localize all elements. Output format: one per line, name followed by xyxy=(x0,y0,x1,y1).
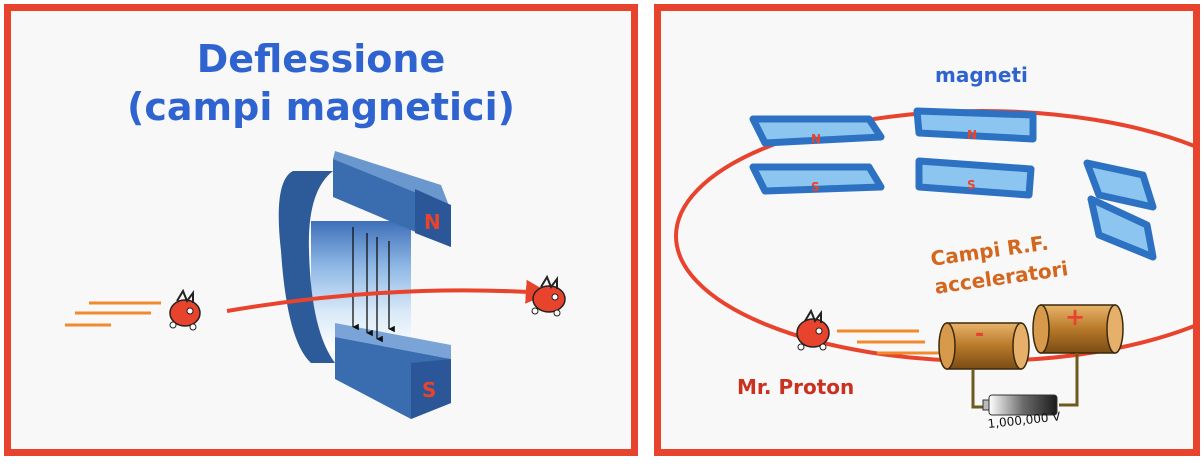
field-lines xyxy=(352,227,395,343)
magnets-label: magneti xyxy=(935,63,1028,87)
proton-character xyxy=(169,288,201,331)
speed-lines xyxy=(65,301,161,327)
magnet-pair-2 xyxy=(913,107,1037,199)
north-pole-face xyxy=(415,189,451,247)
accelerator-panel: N S N S - + xyxy=(654,4,1200,456)
magnet-pair-1 xyxy=(749,115,885,195)
pole-n-2: N xyxy=(967,128,977,142)
pole-s-1: S xyxy=(811,180,820,194)
rf-cylinder-negative xyxy=(938,322,1030,370)
south-pole-face xyxy=(411,359,451,419)
title-line1: Deflessione xyxy=(196,37,446,81)
pole-s-2: S xyxy=(967,178,976,192)
pole-n-1: N xyxy=(811,132,821,146)
magnet-pair-3 xyxy=(1083,159,1157,261)
plus-sign: + xyxy=(1065,303,1085,331)
south-label: S xyxy=(422,378,436,402)
battery-icon xyxy=(982,394,1058,416)
rf-cylinder-positive xyxy=(1032,304,1124,354)
deflected-trajectory xyxy=(226,279,550,313)
deflection-panel: Deflessione (campi magnetici) xyxy=(4,4,638,456)
magnet-curve xyxy=(278,171,335,363)
accelerator-diagram: N S N S - + xyxy=(674,107,1193,416)
minus-sign: - xyxy=(975,322,984,347)
speed-lines xyxy=(837,329,939,355)
proton-character xyxy=(796,308,830,351)
horseshoe-magnet: N S xyxy=(278,151,451,419)
deflection-diagram: N S xyxy=(65,151,566,419)
proton-label: Mr. Proton xyxy=(737,375,855,399)
proton-character-deflected xyxy=(531,274,566,317)
north-label: N xyxy=(424,210,441,234)
title-line2: (campi magnetici) xyxy=(127,85,515,129)
